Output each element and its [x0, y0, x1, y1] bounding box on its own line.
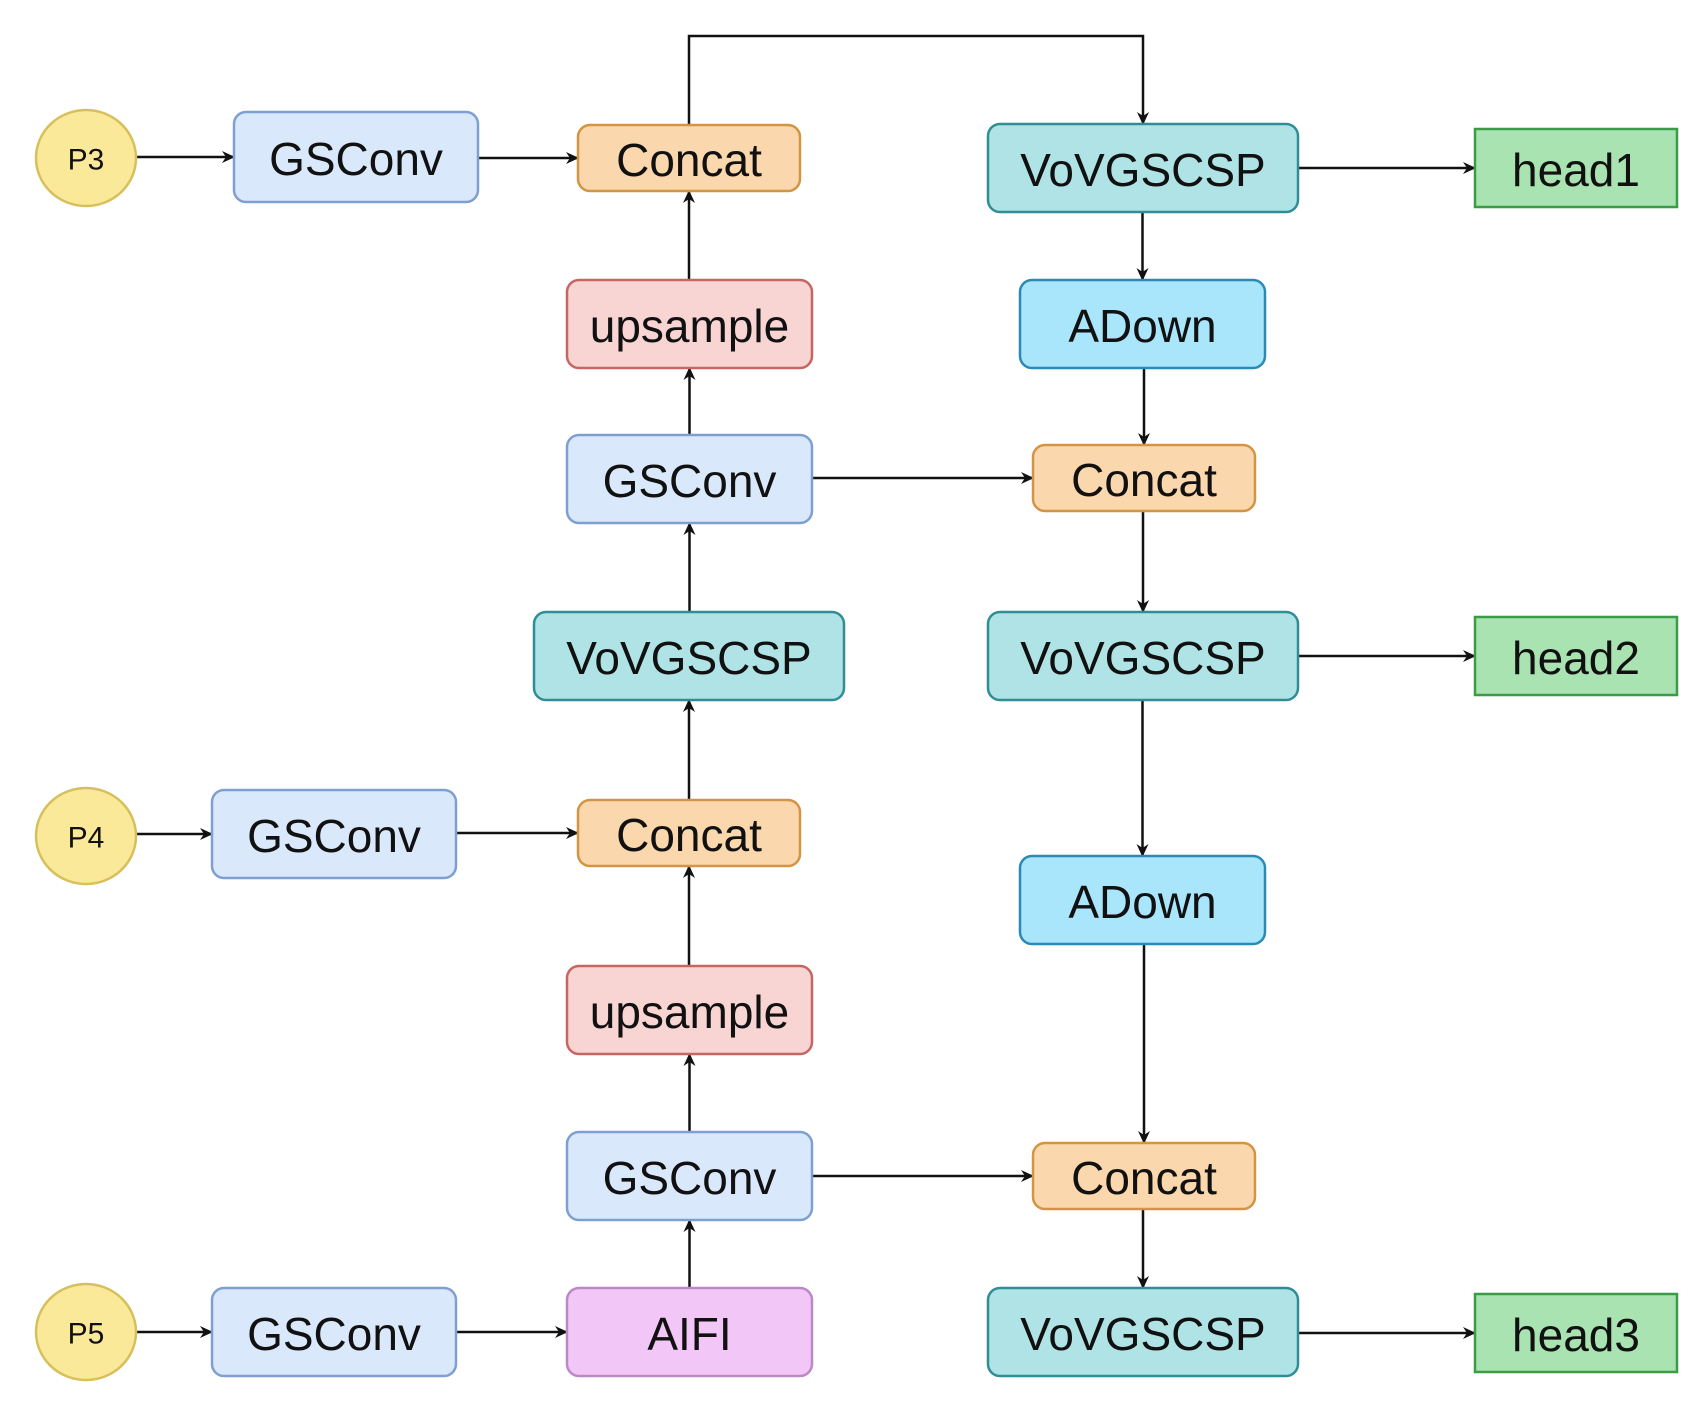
node-label: head1	[1512, 144, 1640, 196]
node-shape	[986, 610, 1300, 702]
node-upsample-top: upsample	[565, 278, 814, 370]
node-label: head2	[1512, 632, 1640, 684]
node-p3: P3	[34, 108, 138, 208]
node-head1: head1	[1473, 127, 1679, 209]
node-label: GSConv	[247, 810, 421, 862]
node-shape	[565, 1130, 814, 1222]
node-label: upsample	[590, 986, 789, 1038]
node-shape	[1473, 615, 1679, 697]
node-shape	[565, 964, 814, 1056]
node-aifi: AIFI	[565, 1286, 814, 1378]
node-shape	[34, 108, 138, 208]
node-adown-1: ADown	[1018, 278, 1267, 370]
node-shape	[986, 122, 1300, 214]
node-p5: P5	[34, 1282, 138, 1382]
node-label: ADown	[1068, 876, 1216, 928]
edges-layer	[136, 34, 1476, 1339]
node-label: Concat	[616, 809, 762, 861]
node-shape	[1018, 854, 1267, 946]
node-label: ADown	[1068, 300, 1216, 352]
node-label: P3	[68, 144, 105, 177]
node-label: VoVGSCSP	[566, 632, 811, 684]
node-label: GSConv	[603, 1152, 777, 1204]
node-label: Concat	[1071, 1152, 1217, 1204]
node-shape	[565, 1286, 814, 1378]
node-shape	[34, 1282, 138, 1382]
node-shape	[576, 123, 802, 193]
node-shape	[232, 110, 480, 204]
nodes-layer: P3P4P5GSConvGSConvGSConvConcatupsampleGS…	[34, 108, 1679, 1382]
node-label: Concat	[616, 134, 762, 186]
node-head3: head3	[1473, 1292, 1679, 1374]
node-shape	[1018, 278, 1267, 370]
node-shape	[1031, 443, 1257, 513]
node-gsconv-p5: GSConv	[210, 1286, 458, 1378]
node-label: VoVGSCSP	[1020, 632, 1265, 684]
node-vovgscsp-mid: VoVGSCSP	[532, 610, 846, 702]
node-label: P5	[68, 1318, 105, 1351]
node-shape	[576, 798, 802, 868]
node-gsconv-mid-bottom: GSConv	[565, 1130, 814, 1222]
node-shape	[565, 278, 814, 370]
node-label: VoVGSCSP	[1020, 1308, 1265, 1360]
node-shape	[1473, 1292, 1679, 1374]
node-concat-right-2: Concat	[1031, 1141, 1257, 1211]
edge-arrow-concat-top-to-vovgscsp-right-1	[687, 34, 1149, 125]
node-label: head3	[1512, 1309, 1640, 1361]
node-label: upsample	[590, 300, 789, 352]
node-shape	[1031, 1141, 1257, 1211]
node-label: GSConv	[269, 133, 443, 185]
node-p4: P4	[34, 786, 138, 886]
node-gsconv-mid-top: GSConv	[565, 433, 814, 525]
node-label: Concat	[1071, 454, 1217, 506]
node-concat-top: Concat	[576, 123, 802, 193]
node-label: GSConv	[603, 455, 777, 507]
node-gsconv-p3: GSConv	[232, 110, 480, 204]
node-vovgscsp-right-1: VoVGSCSP	[986, 122, 1300, 214]
node-adown-2: ADown	[1018, 854, 1267, 946]
node-shape	[532, 610, 846, 702]
node-shape	[986, 1286, 1300, 1378]
node-vovgscsp-right-3: VoVGSCSP	[986, 1286, 1300, 1378]
node-label: VoVGSCSP	[1020, 144, 1265, 196]
node-shape	[1473, 127, 1679, 209]
node-shape	[210, 1286, 458, 1378]
node-label: P4	[68, 822, 105, 855]
node-concat-right-1: Concat	[1031, 443, 1257, 513]
node-vovgscsp-right-2: VoVGSCSP	[986, 610, 1300, 702]
node-upsample-bottom: upsample	[565, 964, 814, 1056]
node-shape	[565, 433, 814, 525]
node-shape	[34, 786, 138, 886]
node-shape	[210, 788, 458, 880]
node-label: GSConv	[247, 1308, 421, 1360]
node-head2: head2	[1473, 615, 1679, 697]
node-concat-mid: Concat	[576, 798, 802, 868]
node-gsconv-p4: GSConv	[210, 788, 458, 880]
node-label: AIFI	[647, 1308, 731, 1360]
